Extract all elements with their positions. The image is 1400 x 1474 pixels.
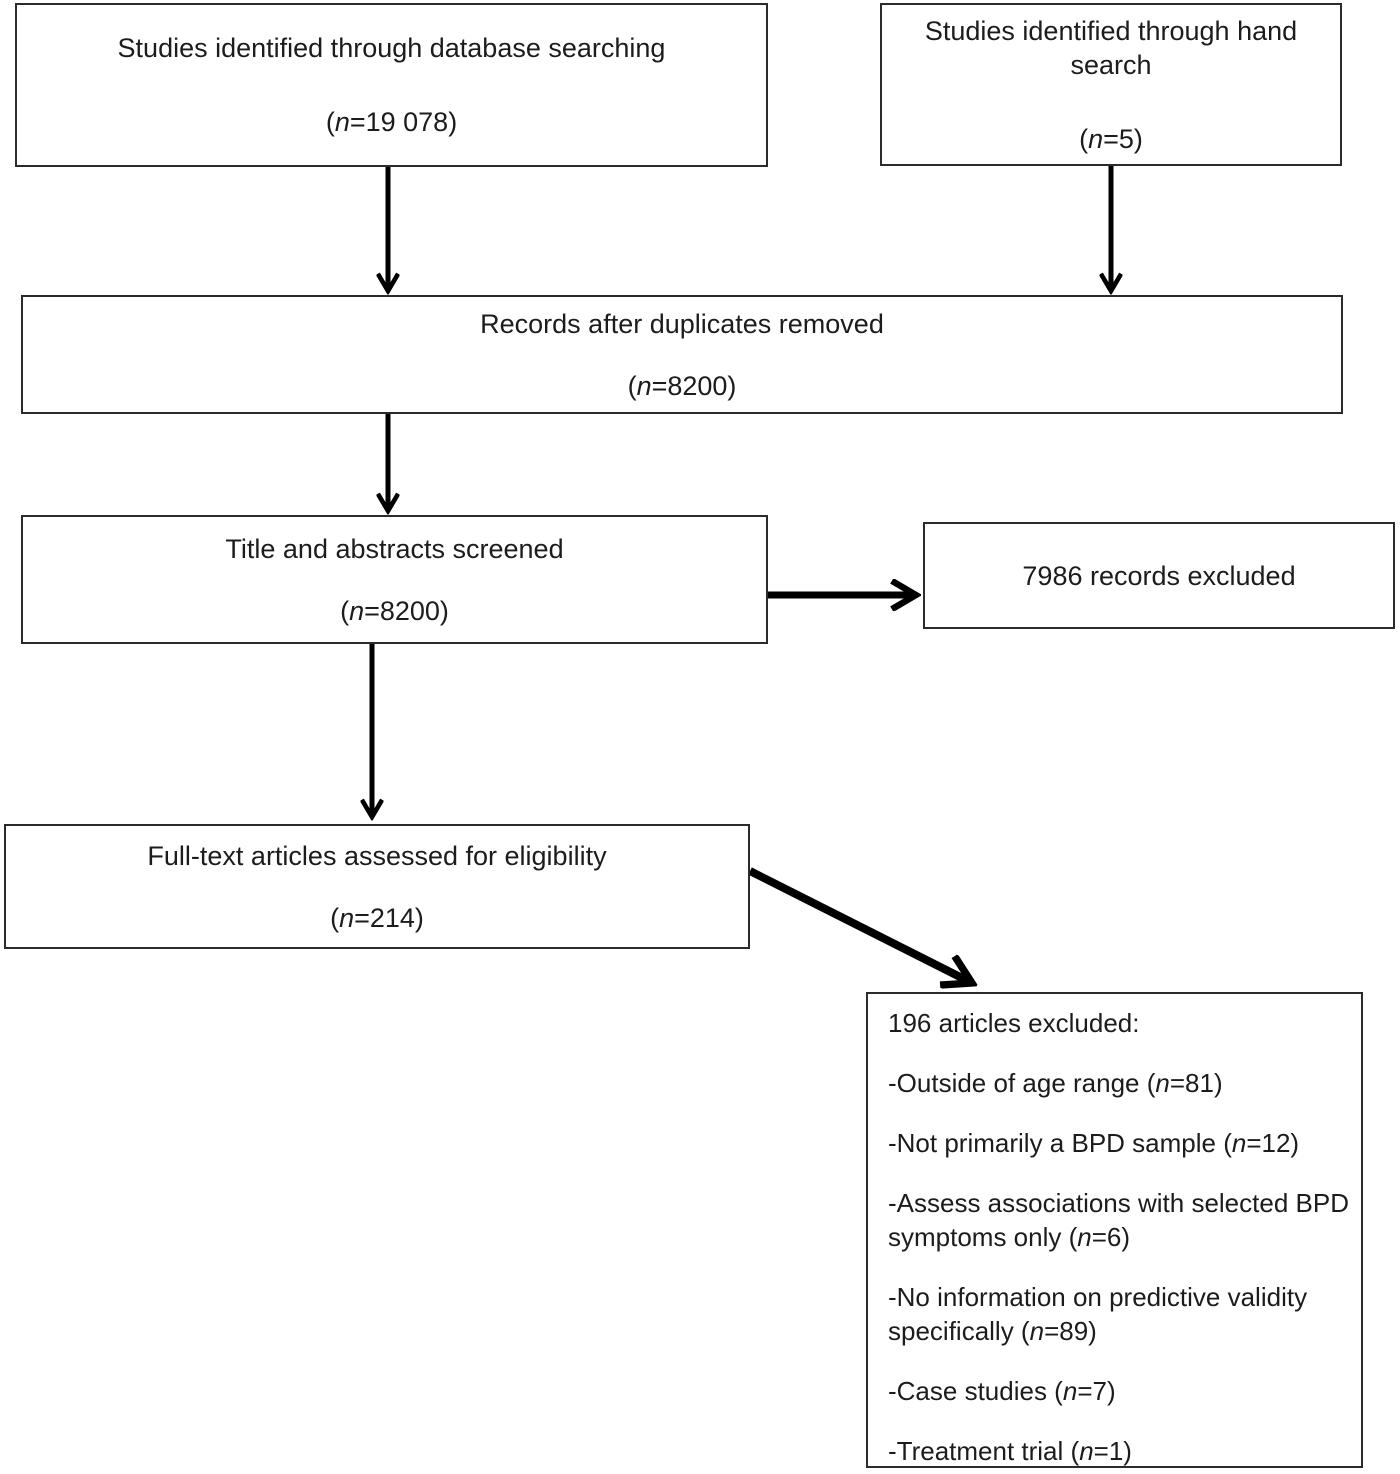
box-articles-excluded: 196 articles excluded: -Outside of age r… <box>866 992 1363 1468</box>
exclusion-item: -Case studies (n=7) <box>888 1374 1359 1408</box>
count-n-symbol: n <box>1231 1128 1247 1158</box>
count-n-symbol: n <box>334 107 350 137</box>
box-database-search: Studies identified through database sear… <box>15 3 768 167</box>
box-duplicates-removed: Records after duplicates removed (n=8200… <box>21 295 1343 414</box>
box-count: (n=8200) <box>628 369 737 403</box>
count-n-symbol: n <box>636 370 652 401</box>
box-hand-search: Studies identified through hand search (… <box>880 3 1342 166</box>
count-value: =5) <box>1103 123 1143 154</box>
count-open: ( <box>330 902 340 933</box>
arrow-fulltext-to-articles-excluded <box>748 867 972 983</box>
count-n-symbol: n <box>349 595 365 626</box>
count-n-symbol: n <box>1088 123 1104 154</box>
count-value: =7) <box>1077 1376 1116 1406</box>
box-label: Studies identified through database sear… <box>117 33 666 63</box>
count-n-symbol: n <box>339 902 355 933</box>
exclusion-item: -No information on predictive validity s… <box>888 1280 1359 1348</box>
box-count: (n=19 078) <box>326 105 457 139</box>
count-value: =1) <box>1093 1436 1132 1466</box>
count-value: =6) <box>1091 1222 1131 1252</box>
count-n-symbol: n <box>1029 1316 1045 1346</box>
count-value: =89) <box>1044 1316 1097 1346</box>
exclusion-item-text: -Not primarily a BPD sample ( <box>888 1128 1232 1158</box>
exclusion-item: -Not primarily a BPD sample (n=12) <box>888 1126 1359 1160</box>
box-label: Full-text articles assessed for eligibil… <box>147 840 607 871</box>
count-n-symbol: n <box>1155 1068 1170 1098</box>
box-fulltext-assessed: Full-text articles assessed for eligibil… <box>4 824 750 949</box>
count-open: ( <box>1079 123 1089 154</box>
count-n-symbol: n <box>1062 1376 1078 1406</box>
count-n-symbol: n <box>1079 1436 1094 1466</box>
box-title-abstracts-screened: Title and abstracts screened (n=8200) <box>21 515 768 644</box>
count-n-symbol: n <box>1077 1222 1092 1252</box>
exclusion-item-text: -Outside of age range ( <box>888 1068 1156 1098</box>
count-value: =19 078) <box>349 107 458 137</box>
count-open: ( <box>340 595 350 626</box>
count-open: ( <box>325 107 335 137</box>
count-value: =8200) <box>651 370 737 401</box>
count-value: =8200) <box>364 595 449 626</box>
box-count: (n=5) <box>1079 122 1143 156</box>
exclusion-item: -Outside of age range (n=81) <box>888 1066 1359 1100</box>
exclusion-item-text: -Assess associations with selected BPD s… <box>888 1188 1349 1252</box>
exclusion-item-text: -No information on predictive validity s… <box>888 1282 1308 1346</box>
box-label: 7986 records excluded <box>1022 560 1296 591</box>
exclusion-item: -Treatment trial (n=1) <box>888 1434 1359 1468</box>
box-label: Studies identified through hand search <box>924 15 1298 80</box>
count-value: =214) <box>354 902 424 933</box>
count-value: =12) <box>1246 1128 1300 1158</box>
exclusion-item-text: -Treatment trial ( <box>888 1436 1080 1466</box>
exclusion-title: 196 articles excluded: <box>888 1008 1140 1038</box>
box-count: (n=214) <box>330 901 424 935</box>
exclusion-item-text: -Case studies ( <box>888 1376 1063 1406</box>
box-label: Title and abstracts screened <box>225 533 564 564</box>
exclusion-item: -Assess associations with selected BPD s… <box>888 1186 1359 1254</box>
count-open: ( <box>627 370 637 401</box>
count-value: =81) <box>1169 1068 1223 1098</box>
box-label: Records after duplicates removed <box>480 308 884 339</box>
box-count: (n=8200) <box>340 594 449 628</box>
box-records-excluded: 7986 records excluded <box>923 522 1395 629</box>
